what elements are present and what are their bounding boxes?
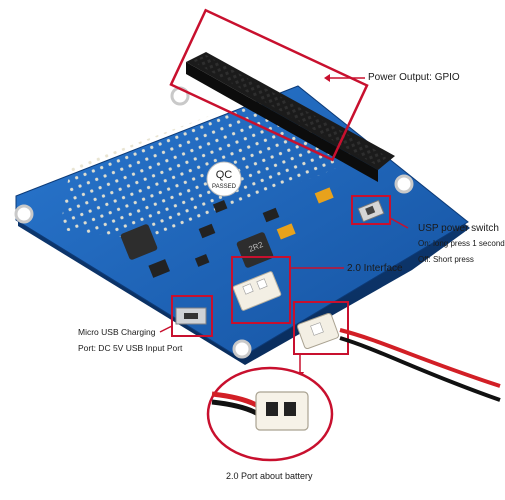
qc-stamp-line2: PASSED [212,184,237,190]
label-2-0-interface: 2.0 Interface [347,263,403,274]
gpio-header-pins [192,55,388,165]
qc-stamp-line1: QC [216,169,233,181]
interface-connector [232,271,282,311]
label-power-output-gpio: Power Output: GPIO [368,72,460,83]
battery-port-inset [206,366,334,462]
label-battery-port: 2.0 Port about battery [226,471,313,481]
chip-2 [198,223,216,239]
capacitor-orange-2 [276,223,296,240]
inductor-left [120,224,158,260]
chip-3 [262,207,280,223]
gpio-callout-arrow [324,74,330,82]
usb-callout-line [159,325,173,333]
qc-passed-sticker: QC PASSED [206,161,242,197]
inductor-right [236,232,274,268]
mount-hole-bottom [232,339,252,359]
usb-highlight-box [171,295,213,337]
label-usp-power-switch: USP power switch [418,223,499,234]
inset-battery-plug [255,391,309,431]
mount-hole-left [14,204,34,224]
chip-1 [148,259,170,278]
battery-plug-highlight-box [293,301,349,355]
label-micro-usb-line1: Micro USB Charging [78,327,156,337]
gpio-header [186,52,395,182]
components: 2R2 [120,187,385,325]
battery-cable [296,312,501,402]
gpio-header-side [186,62,378,182]
capacitor-orange-1 [314,187,334,204]
switch-highlight-box [351,195,391,225]
interface-highlight-box [231,256,291,324]
label-switch-off: Off: Short press [418,255,474,264]
mount-hole-right [394,174,414,194]
chip-5 [194,254,210,267]
chip-4 [212,200,228,213]
proto-hole-grid [60,95,360,240]
label-switch-on: On: long press 1 second [418,239,505,248]
gpio-highlight-box [169,8,369,162]
label-micro-usb-line2: Port: DC 5V USB Input Port [78,343,183,353]
switch-callout-line [389,217,409,229]
